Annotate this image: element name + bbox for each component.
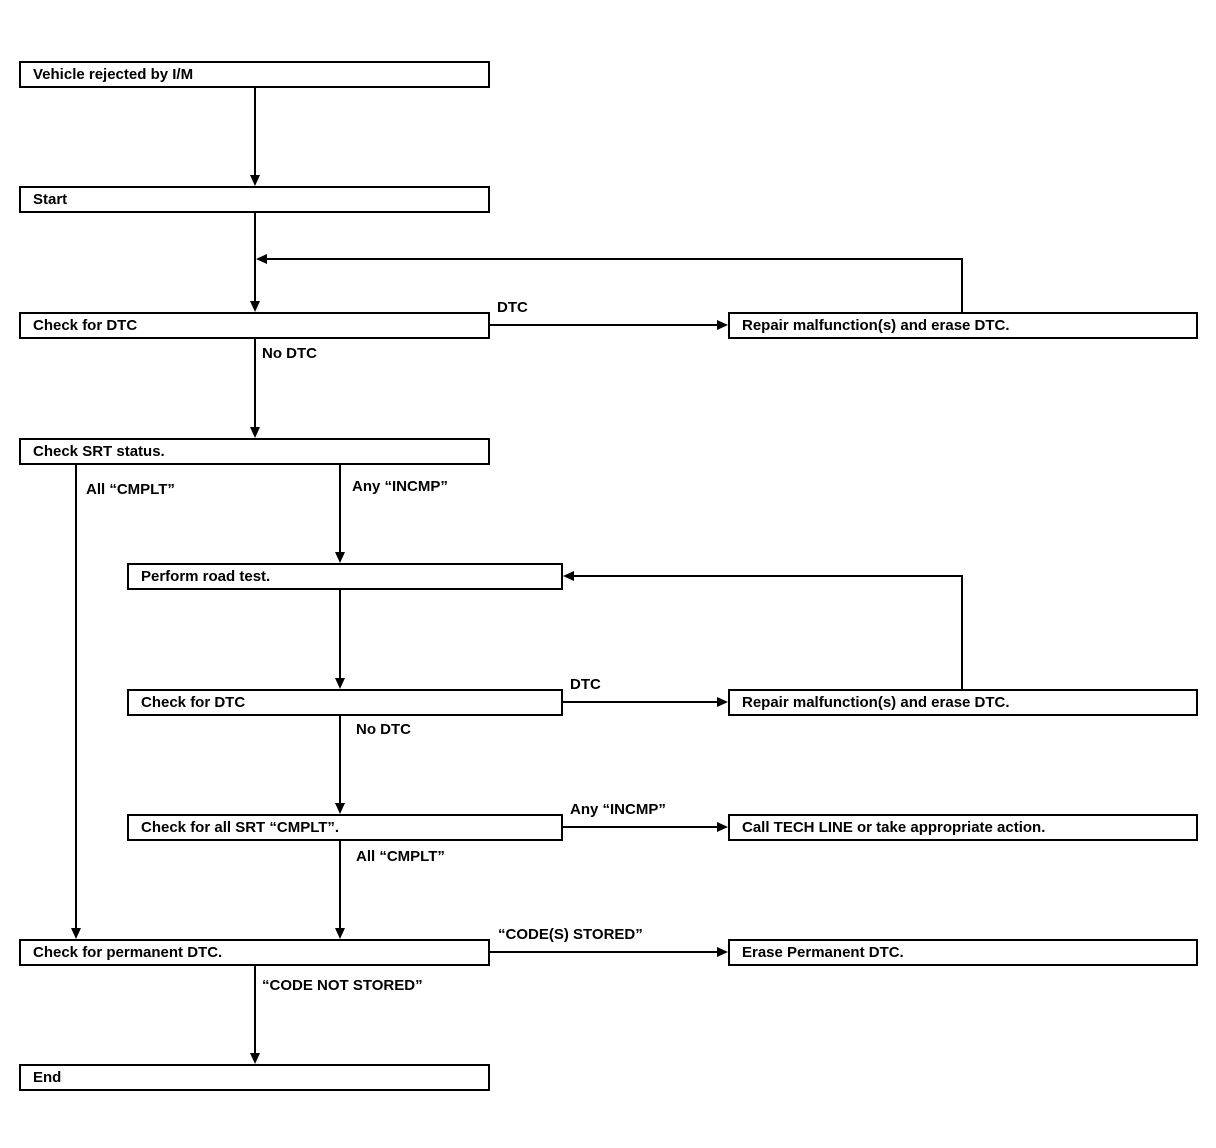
node-perform-road-test: Perform road test. (127, 563, 563, 590)
node-check-dtc-1: Check for DTC (19, 312, 490, 339)
edge-permanent-to-end-line (254, 966, 256, 1054)
arrowhead-right-icon (717, 822, 728, 832)
node-repair-erase-dtc-2: Repair malfunction(s) and erase DTC. (728, 689, 1198, 716)
node-repair-erase-dtc-1: Repair malfunction(s) and erase DTC. (728, 312, 1198, 339)
edge-allsrt-to-techline-line (563, 826, 718, 828)
edge-repair2-feedback-hline (574, 575, 963, 577)
edge-label-no-dtc-2: No DTC (356, 721, 411, 738)
edge-permanent-to-erase-line (490, 951, 718, 953)
edge-checkdtc1-to-repair1-line (490, 324, 718, 326)
arrowhead-left-icon (563, 571, 574, 581)
edge-repair1-feedback-vline (961, 258, 963, 312)
edge-checksrt-to-roadtest-line (339, 465, 341, 553)
node-check-all-srt-cmplt: Check for all SRT “CMPLT”. (127, 814, 563, 841)
arrowhead-down-icon (250, 175, 260, 186)
arrowhead-down-icon (335, 803, 345, 814)
arrowhead-down-icon (335, 928, 345, 939)
arrowhead-down-icon (335, 552, 345, 563)
edge-repair1-feedback-hline (267, 258, 963, 260)
edge-label-any-incmp-2: Any “INCMP” (570, 801, 666, 818)
edge-checkdtc1-to-checksrt-line (254, 339, 256, 428)
edge-label-codes-stored: “CODE(S) STORED” (498, 926, 643, 943)
arrowhead-down-icon (250, 1053, 260, 1064)
edge-vehicle-to-start-line (254, 88, 256, 176)
node-check-srt-status: Check SRT status. (19, 438, 490, 465)
arrowhead-right-icon (717, 320, 728, 330)
arrowhead-left-icon (256, 254, 267, 264)
edge-start-to-checkdtc1-line (254, 213, 256, 302)
node-erase-permanent-dtc: Erase Permanent DTC. (728, 939, 1198, 966)
edge-repair2-feedback-vline (961, 575, 963, 689)
edge-label-any-incmp-1: Any “INCMP” (352, 478, 448, 495)
arrowhead-down-icon (250, 427, 260, 438)
arrowhead-down-icon (71, 928, 81, 939)
node-check-permanent-dtc: Check for permanent DTC. (19, 939, 490, 966)
edge-checkdtc2-to-allsrt-line (339, 716, 341, 804)
edge-checksrt-to-permanent-line (75, 465, 77, 929)
node-vehicle-rejected: Vehicle rejected by I/M (19, 61, 490, 88)
edge-label-no-dtc-1: No DTC (262, 345, 317, 362)
node-call-tech-line: Call TECH LINE or take appropriate actio… (728, 814, 1198, 841)
edge-label-all-cmplt-1: All “CMPLT” (86, 481, 175, 498)
edge-label-dtc-1: DTC (497, 299, 528, 316)
edge-label-code-not-stored: “CODE NOT STORED” (262, 977, 423, 994)
edge-label-dtc-2: DTC (570, 676, 601, 693)
node-start: Start (19, 186, 490, 213)
arrowhead-right-icon (717, 697, 728, 707)
node-end: End (19, 1064, 490, 1091)
edge-allsrt-to-permanent-line (339, 841, 341, 929)
edge-label-all-cmplt-2: All “CMPLT” (356, 848, 445, 865)
arrowhead-down-icon (335, 678, 345, 689)
edge-roadtest-to-checkdtc2-line (339, 590, 341, 679)
arrowhead-right-icon (717, 947, 728, 957)
arrowhead-down-icon (250, 301, 260, 312)
edge-checkdtc2-to-repair2-line (563, 701, 718, 703)
node-check-dtc-2: Check for DTC (127, 689, 563, 716)
